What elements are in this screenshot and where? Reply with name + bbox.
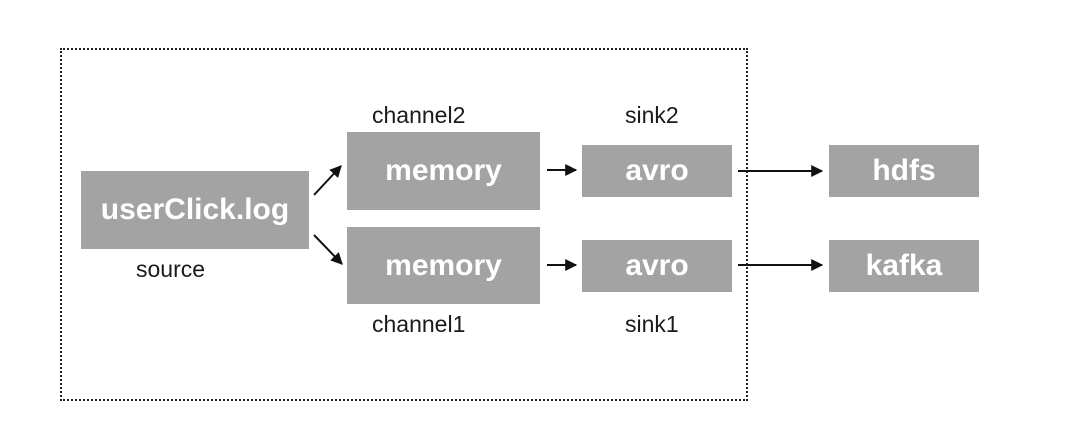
source-box-label: userClick.log [100, 193, 290, 226]
channel1-memory-label: memory [385, 248, 502, 282]
arrow-source-to-channel2 [313, 165, 342, 196]
sink2-avro-label: avro [625, 154, 689, 187]
channel2-memory-label: memory [385, 154, 502, 187]
sink2-avro-box: avro [582, 145, 732, 197]
kafka-label: kafka [865, 249, 943, 282]
sink1-caption: sink1 [625, 311, 679, 337]
sink2-caption: sink2 [625, 102, 679, 128]
source-caption: source [136, 256, 206, 282]
kafka-box: kafka [829, 240, 979, 292]
hdfs-label: hdfs [872, 154, 936, 187]
agent-boundary-frame [60, 48, 748, 401]
channel2-caption: channel2 [372, 102, 466, 128]
source-box: userClick.log [81, 171, 309, 249]
sink1-avro-label: avro [625, 249, 689, 282]
channel1-caption: channel1 [372, 311, 466, 337]
arrow-source-to-channel1 [313, 234, 343, 265]
channel2-memory-box: memory [347, 132, 540, 210]
channel1-memory-box: memory [347, 227, 540, 304]
hdfs-box: hdfs [829, 145, 979, 197]
sink1-avro-box: avro [582, 240, 732, 292]
